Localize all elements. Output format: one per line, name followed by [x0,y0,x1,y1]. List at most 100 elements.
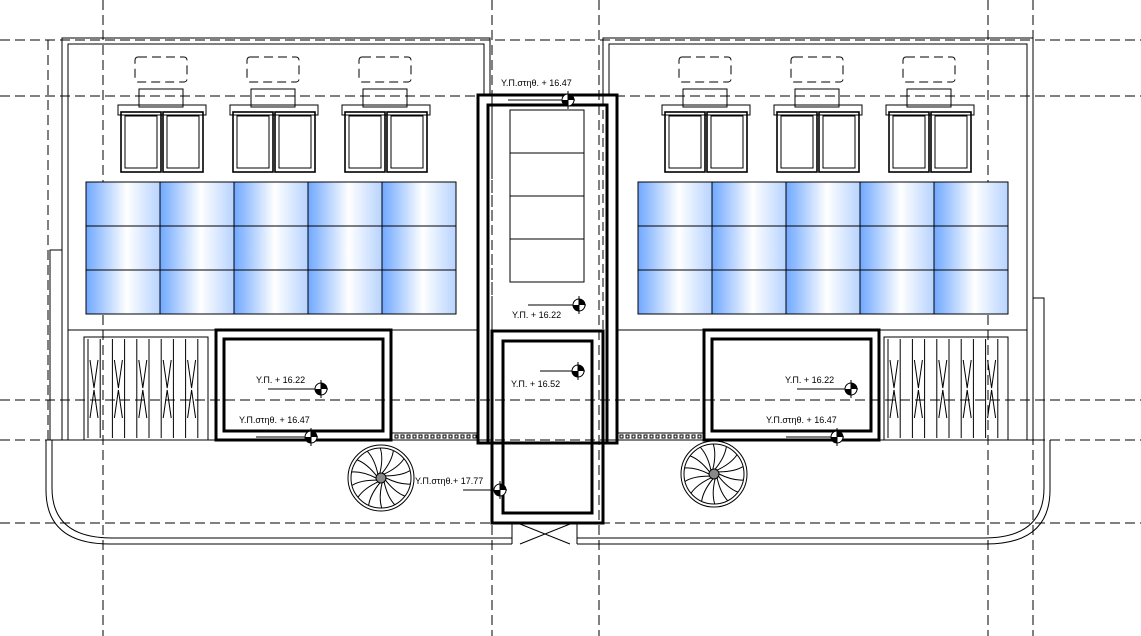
ac-top [682,88,728,108]
ac-top [794,88,840,108]
drain-slot [685,434,690,439]
solar-panel [933,269,1009,315]
solar-panel [933,225,1009,271]
ac-fan [386,111,428,173]
ac-fan-inner [348,115,382,169]
ac-top [362,88,408,108]
ac-top [906,88,952,108]
level-marker-icon [797,380,858,398]
drain-slot [454,434,459,439]
drain-slot [406,434,411,439]
ac-fan [888,111,930,173]
solar-panel [307,225,383,271]
drain-slot [472,434,477,439]
drain-slot [400,434,405,439]
ac-base [661,104,751,116]
louvre-frame [83,336,209,441]
ac-base [773,104,863,116]
louvre-mark [962,359,972,419]
ac-fan [706,111,748,173]
louvre-mark [138,359,148,419]
ac-fan [344,111,386,173]
louvre-mark [889,359,899,419]
solar-panel [381,269,457,315]
label-right-hatch: Υ.Π. + 16.22 [785,375,834,385]
spiral-stairs [347,440,748,512]
solar-panel [381,225,457,271]
drain-slot [643,434,648,439]
solar-panel [233,225,309,271]
drain-slot [619,434,624,439]
drain-slot [667,434,672,439]
louvre-mark [113,359,123,419]
ac-fan [818,111,860,173]
solar-panel [859,181,935,227]
ac-fan [930,111,972,173]
drain-slot [673,434,678,439]
solar-panel [785,225,861,271]
louvre-frame [883,336,1009,441]
level-marker-icon [463,481,507,499]
solar-panel [381,181,457,227]
louvre-mark [938,359,948,419]
ac-pad [790,56,844,83]
drain-slot [691,434,696,439]
solar-panel [159,225,235,271]
ac-pad [358,56,412,83]
solar-panel [785,181,861,227]
ac-base [885,104,975,116]
solar-panel [307,269,383,315]
drain-strip [616,432,705,441]
drain-strips [391,432,705,441]
level-marker-icon [786,428,844,446]
level-marker-icon [540,362,585,380]
solar-panel [637,269,713,315]
ac-fan-inner [124,115,158,169]
ac-fan [274,111,316,173]
ac-fan-inner [822,115,856,169]
solar-panel [711,225,787,271]
drain-slot [412,434,417,439]
drain-slot [649,434,654,439]
solar-panel [307,181,383,227]
louvre-mark [913,359,923,419]
label-center-low: Υ.Π.στηθ.+ 17.77 [415,476,483,486]
louvre-strip-right [883,336,1009,441]
solar-panels-left [85,181,457,315]
ac-top [250,88,296,108]
drain-slot [436,434,441,439]
solar-panel [85,269,161,315]
ac-fan-inner [278,115,312,169]
solar-panel [233,181,309,227]
drain-slot [625,434,630,439]
drain-slot [655,434,660,439]
ac-units-right [661,56,975,173]
ac-fan [232,111,274,173]
label-center-upper: Υ.Π. + 16.22 [512,310,561,320]
solar-panel [785,269,861,315]
drain-slot [697,434,702,439]
level-marker-icon [256,428,318,446]
label-center-mid: Υ.Π. + 16.52 [511,379,560,389]
ac-fan-inner [780,115,814,169]
roof-hatch-left [214,328,393,442]
drain-slot [637,434,642,439]
ac-fan-inner [236,115,270,169]
solar-panel [637,181,713,227]
ac-pad [902,56,956,83]
elevation-labels: Υ.Π.στηθ. + 16.47 Υ.Π. + 16.22 Υ.Π. + 16… [239,78,837,486]
drain-slot [394,434,399,439]
solar-panels-right [637,181,1009,315]
drain-slot [448,434,453,439]
ac-top [138,88,184,108]
solar-panel [859,225,935,271]
ac-pad [678,56,732,83]
spiral-stair-icon [680,440,748,508]
solar-panel [159,181,235,227]
louvre-strip-left [83,336,209,441]
label-right-parapet: Υ.Π.στηθ. + 16.47 [766,415,837,425]
label-left-parapet: Υ.Π.στηθ. + 16.47 [239,415,310,425]
louvre-mark [187,359,197,419]
ac-base [229,104,319,116]
